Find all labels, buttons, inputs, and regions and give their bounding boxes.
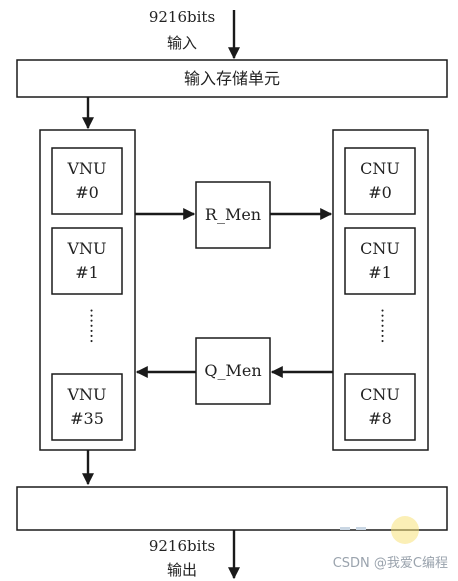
output-bits-label: 9216bits [149,537,215,555]
vnu-0-line1: VNU [66,159,106,178]
output-label: 输出 [167,561,197,579]
input-storage-label: 输入存储单元 [184,69,280,88]
q-mem-label: Q_Men [204,361,261,380]
r-mem-label: R_Men [205,205,261,224]
cnu-ellipsis: ······· [373,308,392,344]
input-bits-label: 9216bits [149,8,215,26]
vnu-ellipsis: ······· [82,308,101,344]
watermark-dash-2 [356,527,366,530]
cnu-box-8 [344,373,416,441]
vnu-1-line1: VNU [66,239,106,258]
vnu-box-35 [51,373,123,441]
vnu-1-line2: #1 [75,263,99,282]
watermark-text: CSDN @我爱C编程 [333,556,448,571]
q-mem-box [195,337,271,405]
cnu-1-line2: #1 [368,263,392,282]
vnu-box-1 [51,227,123,295]
watermark-blob [391,516,419,544]
cnu-8-line1: CNU [360,385,400,404]
cnu-box-0 [344,147,416,215]
input-storage-box [16,59,448,98]
vnu-box-0 [51,147,123,215]
vnu-35-line2: #35 [70,409,104,428]
cnu-8-line2: #8 [368,409,392,428]
r-mem-box [195,181,271,249]
cnu-0-line1: CNU [360,159,400,178]
cnu-0-line2: #0 [368,183,392,202]
cnu-1-line1: CNU [360,239,400,258]
vnu-0-line2: #0 [75,183,99,202]
vnu-35-line1: VNU [66,385,106,404]
input-label: 输入 [167,34,197,52]
output-storage-box [16,486,448,531]
cnu-box-1 [344,227,416,295]
watermark-dash-1 [340,527,350,530]
